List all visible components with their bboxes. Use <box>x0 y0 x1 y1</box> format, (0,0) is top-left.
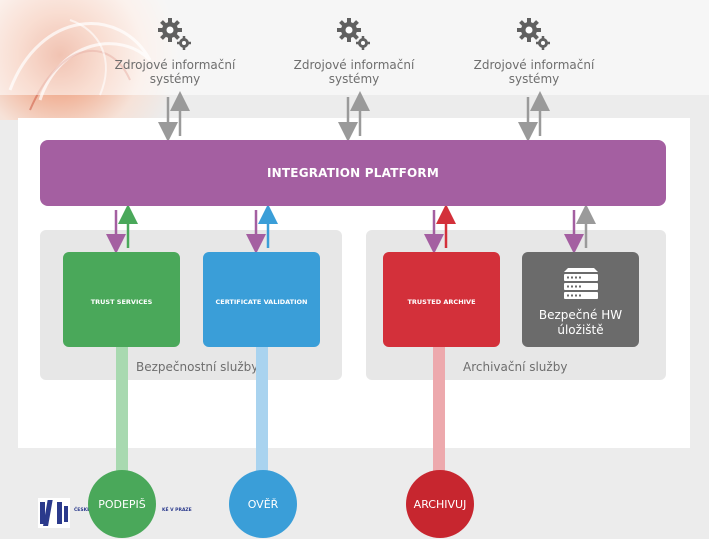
source-label: Zdrojové informační systémy <box>95 58 255 86</box>
trust-services-label: TRUST SERVICES <box>90 298 153 306</box>
source-label: Zdrojové informační systémy <box>274 58 434 86</box>
certificate-validation-label: CERTIFICATE VALIDATION <box>215 298 308 306</box>
gears-icon <box>517 18 550 50</box>
security-services-label: Bezpečnostní služby <box>136 360 259 374</box>
source-label-line1: Zdrojové informační <box>293 58 415 72</box>
logo-text-left: ČESKÉ <box>74 508 91 513</box>
secure-hw-storage-box: Bezpečné HW úložiště <box>522 252 639 347</box>
source-label-line2: systémy <box>328 72 380 86</box>
source-system-2: Zdrojové informační systémy <box>274 14 434 89</box>
integration-platform: INTEGRATION PLATFORM <box>40 140 666 206</box>
source-label-line1: Zdrojové informační <box>473 58 595 72</box>
source-arrows <box>158 91 550 142</box>
gears-icon <box>158 18 191 50</box>
sign-action-label: PODEPIŠ <box>98 497 146 511</box>
source-system-1: Zdrojové informační systémy <box>95 14 255 89</box>
sign-action-circle[interactable]: PODEPIŠ <box>88 470 156 538</box>
sign-connector <box>116 340 128 480</box>
server-icon <box>564 268 598 299</box>
archive-action-circle[interactable]: ARCHIVUJ <box>406 470 474 538</box>
trust-services-box: TRUST SERVICES <box>63 252 180 347</box>
secure-hw-storage-label-line1: Bezpečné HW <box>538 308 623 322</box>
source-label: Zdrojové informační systémy <box>454 58 614 86</box>
header-backdrop <box>0 0 709 95</box>
verify-connector <box>256 340 268 480</box>
trusted-archive-label: TRUSTED ARCHIVE <box>407 298 476 306</box>
certificate-validation-box: CERTIFICATE VALIDATION <box>203 252 320 347</box>
archive-action-label: ARCHIVUJ <box>413 497 467 511</box>
logo-text-right: KÉ V PRAZE <box>162 508 192 513</box>
verify-action-label: OVĚŘ <box>247 497 279 511</box>
secure-hw-storage-label-line2: úložiště <box>557 323 604 337</box>
source-system-3: Zdrojové informační systémy <box>454 14 614 89</box>
archive-connector <box>433 340 445 480</box>
secure-hw-storage-label: Bezpečné HW úložiště <box>522 308 639 338</box>
source-label-line2: systémy <box>149 72 201 86</box>
integration-platform-label: INTEGRATION PLATFORM <box>267 166 439 180</box>
source-label-line1: Zdrojové informační <box>114 58 236 72</box>
gears-icon <box>337 18 370 50</box>
university-logo-icon <box>38 498 70 528</box>
trusted-archive-box: TRUSTED ARCHIVE <box>383 252 500 347</box>
archive-services-label: Archivační služby <box>463 360 568 374</box>
verify-action-circle[interactable]: OVĚŘ <box>229 470 297 538</box>
source-label-line2: systémy <box>508 72 560 86</box>
